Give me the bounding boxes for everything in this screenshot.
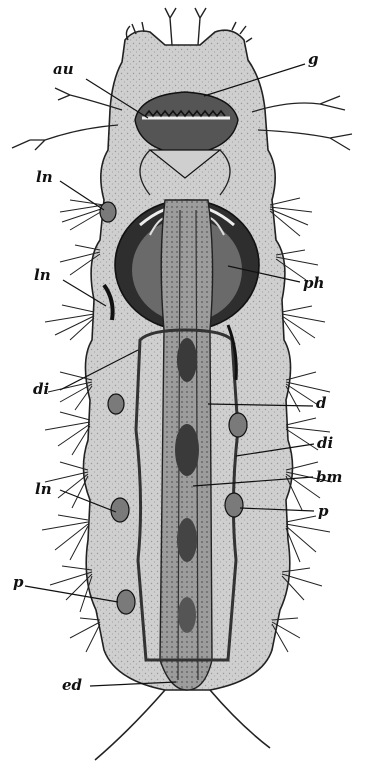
label-p-right: p: [318, 502, 329, 520]
label-d: d: [316, 394, 327, 412]
anal-cirri: [95, 690, 270, 760]
label-ed: ed: [62, 676, 83, 694]
label-g: g: [308, 50, 319, 68]
label-au: au: [53, 60, 74, 78]
label-di-right: di: [317, 434, 333, 452]
label-ln-top: ln: [36, 168, 53, 186]
label-bm: bm: [316, 468, 342, 486]
label-p-left: p: [13, 573, 24, 591]
label-di-left: di: [33, 380, 49, 398]
label-ln-mid: ln: [34, 266, 51, 284]
label-ln-low: ln: [35, 480, 52, 498]
label-ph: ph: [303, 274, 324, 292]
gut: [160, 200, 213, 690]
